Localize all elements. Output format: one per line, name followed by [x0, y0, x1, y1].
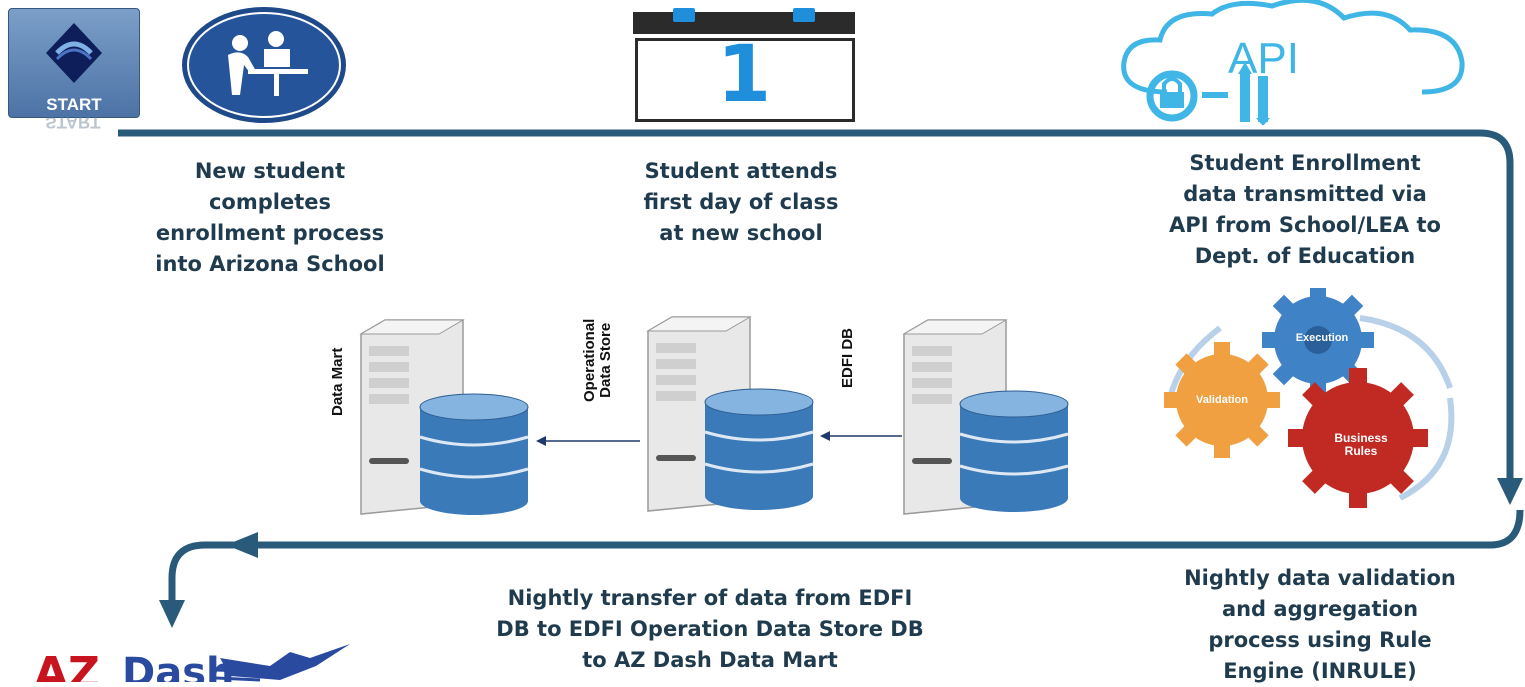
label-data-mart: Data Mart: [329, 347, 346, 416]
az-dash-logo-image: AZ Dash: [34, 644, 350, 682]
enrollment-desk-icon: [182, 7, 346, 123]
start-label: START: [46, 95, 102, 114]
start-reflection: START: [45, 116, 101, 132]
database-edfi: [959, 390, 1069, 512]
svg-text:AZ: AZ: [34, 648, 100, 682]
database-ods: [704, 388, 814, 510]
label-ods: Operational Data Store: [581, 318, 614, 402]
gear-label-validation: Validation: [1196, 394, 1248, 406]
flow-line-top: [118, 129, 1514, 485]
flow-line-down-left: [168, 541, 235, 605]
flow-arrow-down-left: [159, 600, 185, 628]
label-edfi: EDFI DB: [839, 328, 856, 388]
rule-engine-gears-icon: [1164, 288, 1455, 508]
api-label: API: [1228, 34, 1299, 83]
caption-api-transmit: Student Enrollment data transmitted via …: [1169, 151, 1441, 268]
caption-enrollment: New student completes enrollment process…: [155, 159, 385, 276]
caption-nightly-transfer: Nightly transfer of data from EDFI DB to…: [496, 586, 924, 672]
calendar-day-number: 1: [716, 30, 772, 120]
svg-text:Dash: Dash: [122, 650, 234, 682]
calendar-icon: 1: [633, 8, 855, 122]
flow-arrow-left: [226, 532, 258, 558]
flow-arrow-down-right: [1497, 478, 1523, 505]
start-button[interactable]: START: [8, 8, 140, 118]
az-dash-logo: AZ Dash: [30, 636, 360, 682]
database-data-mart: [419, 393, 529, 515]
caption-first-day: Student attends first day of class at ne…: [643, 159, 839, 245]
caption-nightly-validation: Nightly data validation and aggregation …: [1184, 566, 1456, 683]
gear-label-execution: Execution: [1295, 332, 1349, 344]
gear-label-business-rules: Business Rules: [1334, 431, 1388, 458]
flow-line-bottom: [245, 509, 1524, 549]
api-cloud-icon: [1121, 0, 1465, 125]
diamond-logo-icon: [46, 23, 102, 83]
